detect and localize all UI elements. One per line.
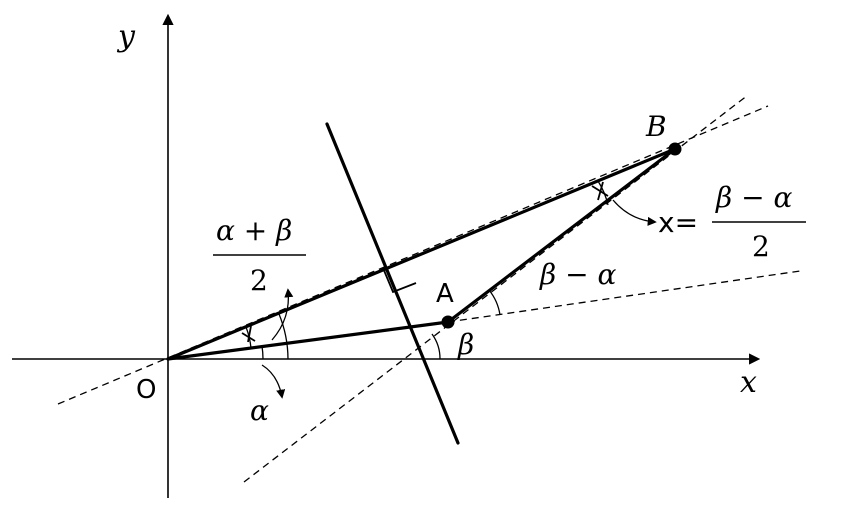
alpha-label: α xyxy=(250,394,269,427)
x-axis-label: x xyxy=(740,365,757,400)
angle-cross-mark-origin-2 xyxy=(247,325,252,343)
angle-cross-mark-b-2 xyxy=(597,181,604,201)
arrow-half-sum xyxy=(271,288,294,341)
arrow-alpha xyxy=(261,364,286,399)
half-diff-denominator: 2 xyxy=(752,230,770,263)
beta-minus-alpha-label: β − α xyxy=(539,258,616,291)
angle-arc-x-axis-to-ob xyxy=(278,313,289,360)
y-axis-label: y xyxy=(116,19,136,54)
point-a-label: A xyxy=(436,279,454,309)
point-a xyxy=(441,315,455,329)
angle-arc-x-axis-to-oa xyxy=(261,345,264,360)
right-angle-mark xyxy=(382,267,417,294)
segment-ob xyxy=(166,147,677,361)
x-equals-label: x= xyxy=(658,206,698,239)
point-b-label: B xyxy=(645,110,667,143)
point-b xyxy=(668,142,682,156)
line-ob-extension xyxy=(57,105,769,405)
half-diff-numerator: β − α xyxy=(715,181,792,214)
line-oa-extension xyxy=(447,270,801,323)
origin-label: O xyxy=(136,375,156,405)
half-sum-numerator: α + β xyxy=(216,214,292,247)
line-ab-extension xyxy=(243,94,749,483)
angle-arc-beta xyxy=(431,333,441,360)
segment-oa xyxy=(166,320,450,361)
half-sum-denominator: 2 xyxy=(250,264,268,297)
segment-ab xyxy=(446,147,677,324)
perpendicular-line xyxy=(325,122,460,445)
arrow-half-diff xyxy=(612,199,657,226)
beta-label: β xyxy=(457,328,474,361)
angle-arc-beta-minus-alpha xyxy=(488,289,501,316)
